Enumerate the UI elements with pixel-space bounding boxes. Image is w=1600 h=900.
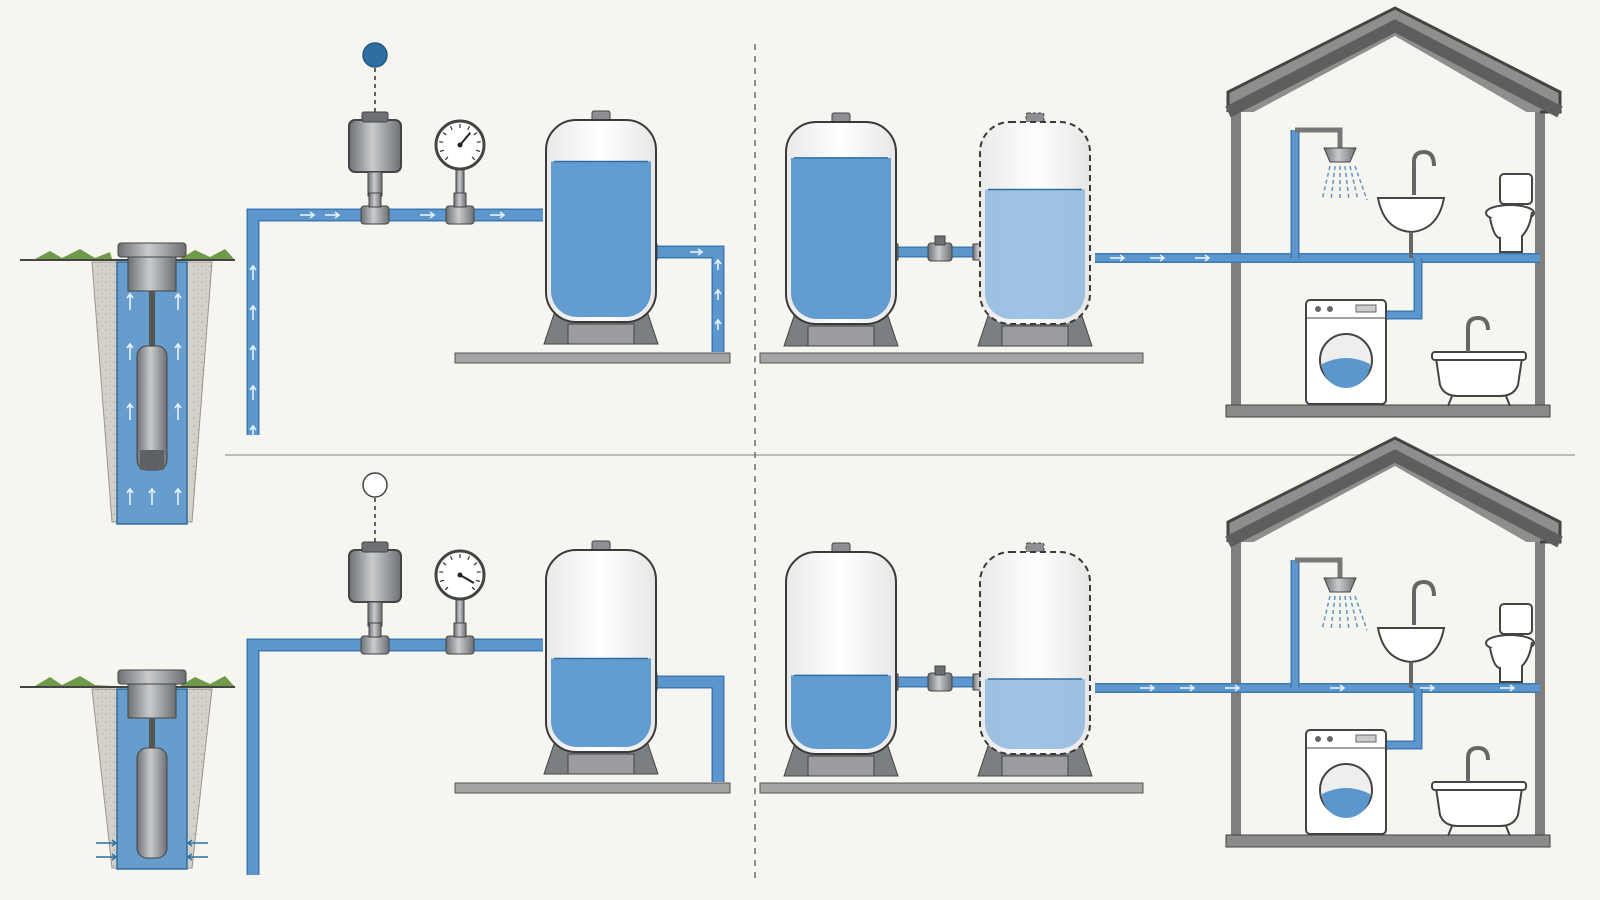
bathtub-icon: [1431, 745, 1527, 837]
washing-machine-icon: [1305, 299, 1387, 405]
pressure-gauge-icon: [434, 549, 486, 628]
washing-machine-icon: [1305, 729, 1387, 835]
pressure-gauge-icon: [434, 119, 486, 198]
tank-outlet-pipe: [655, 245, 725, 352]
house: [1095, 436, 1563, 848]
pump-status-indicator: [362, 472, 388, 498]
storage-platform: [759, 782, 1144, 794]
well-top: [20, 242, 235, 525]
storage-tank-a-0-water-level: [791, 157, 891, 319]
house-walls: [1231, 522, 1545, 835]
scenario-pump-idle: [246, 436, 1563, 875]
pump-status-indicator: [362, 42, 388, 68]
pipe-tee-fitting: [360, 192, 390, 225]
house-floor: [1225, 834, 1551, 848]
pressure-tank-0-water-level: [551, 161, 651, 317]
storage-tank-a-1: [783, 542, 899, 777]
pipe-tee-fitting: [360, 622, 390, 655]
house-walls: [1231, 92, 1545, 405]
sink-icon: [1376, 579, 1446, 688]
ball-valve-icon: [927, 665, 953, 692]
pressure-tank-0: [543, 110, 659, 345]
pipe-tee-fitting: [445, 192, 475, 225]
house-floor: [1225, 404, 1551, 418]
storage-tank-b-0: [977, 112, 1093, 347]
submersible-pump-icon: [136, 345, 168, 471]
shower-icon: [1295, 127, 1368, 201]
scenario-pump-running: [246, 6, 1563, 440]
pressure-tank-1: [543, 540, 659, 775]
house-roof: [1225, 449, 1563, 548]
bathtub-icon: [1431, 315, 1527, 407]
storage-tank-b-1: [977, 542, 1093, 777]
sink-icon: [1376, 149, 1446, 258]
storage-tank-b-1-water-level: [985, 679, 1085, 749]
pressure-switch-icon: [348, 541, 402, 627]
toilet-icon: [1485, 173, 1535, 253]
shower-icon: [1295, 557, 1368, 631]
supply-pipe: [246, 208, 543, 435]
well-bottom: [20, 669, 235, 870]
house: [1095, 6, 1563, 418]
house-roof: [1225, 19, 1563, 118]
washer-branch-pipe: [1382, 258, 1423, 320]
storage-tank-a-0: [783, 112, 899, 347]
storage-tank-b-0-water-level: [985, 189, 1085, 319]
washer-branch-pipe: [1382, 688, 1423, 750]
ball-valve-icon: [927, 235, 953, 262]
equipment-platform: [454, 352, 731, 364]
toilet-icon: [1485, 603, 1535, 683]
storage-platform: [759, 352, 1144, 364]
pressure-switch-icon: [348, 111, 402, 197]
pipe-tee-fitting: [445, 622, 475, 655]
supply-pipe: [246, 638, 543, 875]
storage-tank-a-1-water-level: [791, 675, 891, 749]
tank-outlet-pipe: [655, 675, 725, 782]
well-cap-icon: [117, 242, 187, 292]
pressure-tank-1-water-level: [551, 658, 651, 747]
equipment-platform: [454, 782, 731, 794]
